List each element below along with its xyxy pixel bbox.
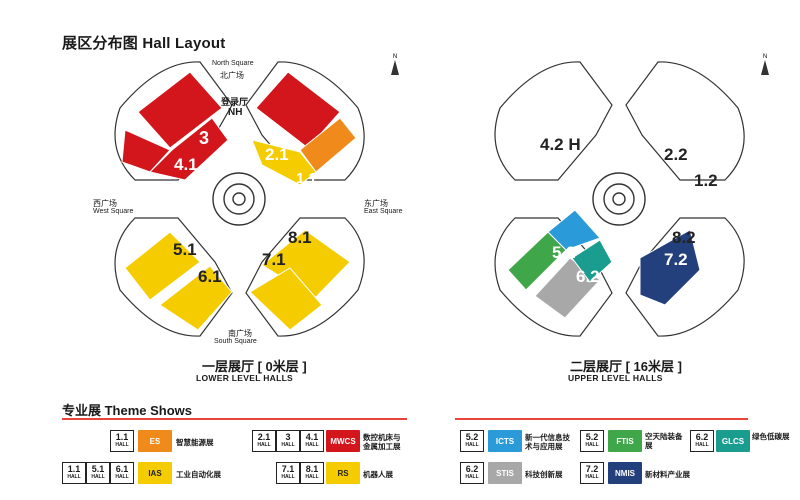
south-square-en: South Square bbox=[214, 338, 257, 345]
legend-text-nmis: 新材料产业展 bbox=[645, 470, 690, 479]
svg-text:N: N bbox=[763, 54, 767, 60]
hall-62-label: 6.2 bbox=[576, 267, 600, 286]
legend-title: 专业展 Theme Shows bbox=[62, 403, 193, 418]
hall-11-label: 1.1 bbox=[296, 170, 317, 187]
upper-52-blue bbox=[547, 209, 601, 251]
hall-71-block bbox=[249, 267, 323, 331]
lower-caption-zh: 一层展厅 [ 0米层 ] bbox=[202, 359, 307, 374]
page-title: 展区分布图 Hall Layout bbox=[62, 35, 226, 52]
hall-3-block bbox=[137, 71, 223, 149]
hall-72-label: 7.2 bbox=[664, 250, 688, 269]
hall-21-label: 2.1 bbox=[265, 145, 289, 164]
hall-22-label: 2.2 bbox=[664, 145, 688, 164]
legend-text-ftis: 空天陆装备展 bbox=[645, 432, 683, 450]
south-square-zh: 南广场 bbox=[228, 329, 252, 338]
nh-zh: 登录厅 bbox=[221, 97, 249, 107]
legend-divider-right bbox=[455, 418, 748, 420]
svg-text:N: N bbox=[393, 54, 397, 60]
upper-caption-en: UPPER LEVEL HALLS bbox=[568, 373, 663, 383]
legend-text-icts: 新一代信息技术与应用展 bbox=[525, 433, 570, 451]
north-square-zh: 北广场 bbox=[220, 71, 244, 80]
legend-badge-nmis: NMIS bbox=[608, 462, 642, 484]
legend-text-stis: 科技创新展 bbox=[525, 470, 563, 479]
legend-text-glcs: 绿色低碳展 bbox=[752, 432, 790, 441]
legend-divider-left bbox=[62, 418, 407, 420]
hall-52-label: 5.2 bbox=[552, 243, 576, 262]
upper-caption-zh: 二层展厅 [ 16米层 ] bbox=[570, 359, 682, 374]
hall-11-yellow bbox=[251, 139, 317, 186]
hall-3-label: 3 bbox=[199, 128, 209, 148]
upper-72-navy bbox=[639, 229, 701, 306]
hall-61-block bbox=[159, 265, 233, 331]
legend-badge-glcs: GLCS bbox=[716, 430, 750, 452]
north-arrow-upper: N bbox=[761, 54, 769, 75]
legend-text-es: 智慧能源展 bbox=[176, 438, 214, 447]
hall-71-label: 7.1 bbox=[262, 250, 286, 269]
north-square-en: North Square bbox=[212, 60, 254, 67]
legend-badge-icts: ICTS bbox=[488, 430, 522, 452]
legend-badge-ias: IAS bbox=[138, 462, 172, 484]
upper-62-teal bbox=[571, 239, 613, 283]
hall-41-block-b bbox=[149, 117, 229, 181]
legend-badge-stis: STIS bbox=[488, 462, 522, 484]
legend-text-rs: 机器人展 bbox=[363, 470, 393, 479]
legend-text-ias: 工业自动化展 bbox=[176, 470, 221, 479]
legend-badge-mwcs: MWCS bbox=[326, 430, 360, 452]
upper-petal-nw bbox=[494, 61, 613, 181]
east-square-zh: 东广场 bbox=[364, 199, 388, 208]
legend-badge-rs: RS bbox=[326, 462, 360, 484]
west-square-zh: 西广场 bbox=[93, 199, 117, 208]
hall-61-label: 6.1 bbox=[198, 267, 222, 286]
legend-badge-es: ES bbox=[138, 430, 172, 452]
hall-41-label: 4.1 bbox=[174, 155, 198, 174]
north-arrow-lower: N bbox=[391, 54, 399, 75]
nh-en: NH bbox=[228, 107, 243, 118]
hall-82-label: 8.2 bbox=[672, 228, 696, 247]
west-square-en: West Square bbox=[93, 208, 134, 215]
hall-42-label: 4.2 H bbox=[540, 135, 581, 154]
hall-12-label: 1.2 bbox=[694, 171, 718, 190]
hall-51-block bbox=[124, 231, 201, 301]
legend-badge-ftis: FTIS bbox=[608, 430, 642, 452]
upper-petal-ne bbox=[625, 61, 745, 181]
hall-21-block bbox=[255, 71, 341, 149]
hall-81-label: 8.1 bbox=[288, 228, 312, 247]
upper-central-hub bbox=[592, 172, 646, 226]
lower-central-hub bbox=[212, 172, 266, 226]
legend-text-mwcs: 数控机床与金属加工展 bbox=[363, 433, 401, 451]
hall-51-label: 5.1 bbox=[173, 240, 197, 259]
lower-caption-en: LOWER LEVEL HALLS bbox=[196, 373, 294, 383]
east-square-en: East Square bbox=[364, 208, 403, 215]
